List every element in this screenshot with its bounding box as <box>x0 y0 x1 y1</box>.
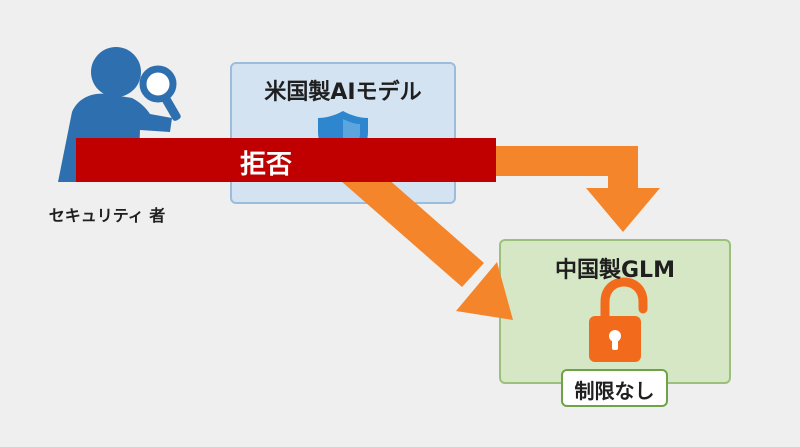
reject-bar <box>76 138 496 182</box>
diagonal-arrow <box>333 150 513 320</box>
elbow-arrow <box>490 146 660 232</box>
no-restriction-label: 制限なし <box>574 379 655 403</box>
actor-label: セキュリティ 者 <box>48 206 166 225</box>
no-restriction-badge <box>561 369 668 407</box>
cn-model-title: 中国製GLM <box>555 258 675 283</box>
unlocked-padlock-icon <box>589 277 648 362</box>
us-model-title: 米国製AIモデル <box>264 80 422 105</box>
reject-label: 拒否 <box>240 150 293 180</box>
